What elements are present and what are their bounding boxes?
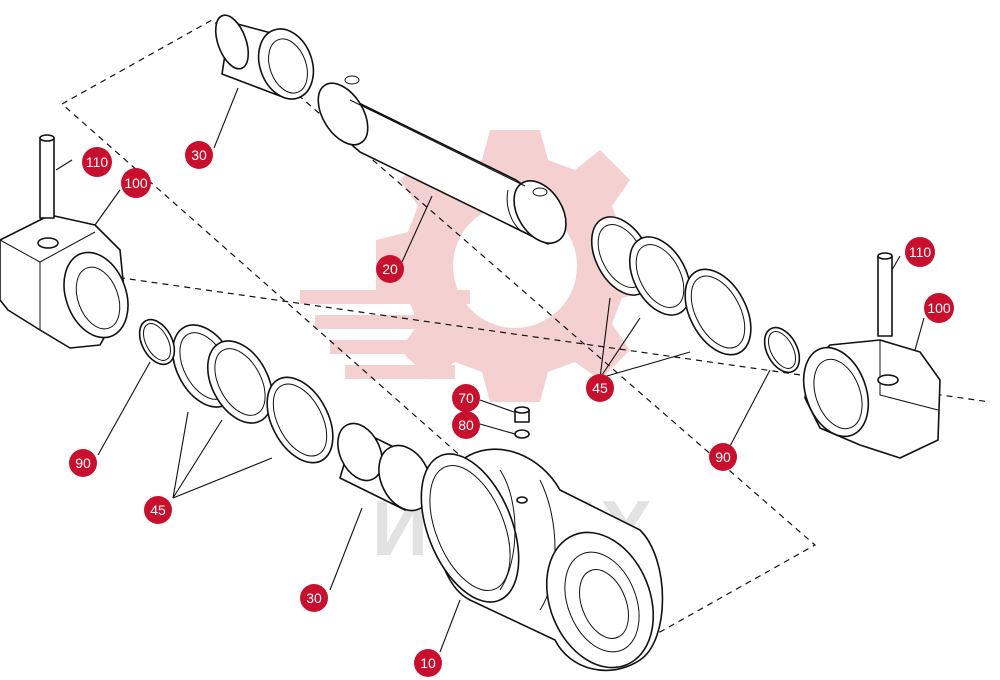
bushing-part-30-bottom [337, 422, 432, 512]
callout-100-left: 100 [121, 168, 151, 198]
collar-part-100-left [0, 214, 129, 349]
callout-30-bottom-label: 30 [306, 590, 322, 606]
o-ring-part-90-right-inner [767, 331, 797, 369]
pin-part-110-right [877, 252, 893, 337]
callout-110-left: 110 [82, 147, 112, 177]
callout-30-top-label: 30 [191, 147, 207, 163]
o-ring-part-90-right [763, 326, 801, 374]
callout-90-left-label: 90 [75, 455, 91, 471]
o-ring-part-90-left-inner [142, 323, 172, 361]
o-ring-part-90-left [138, 318, 176, 366]
callout-80-label: 80 [458, 417, 474, 433]
callout-110-right-label: 110 [909, 244, 932, 260]
callout-100-right-label: 100 [927, 300, 951, 316]
callout-70-label: 70 [458, 390, 474, 406]
bushing-part-30-top [214, 14, 315, 100]
collar-part-100-right [802, 339, 941, 459]
callout-45-right-label: 45 [592, 380, 608, 396]
assembly-outline [60, 19, 817, 633]
callout-45-left-label: 45 [150, 502, 166, 518]
roller-body-part-10 [420, 448, 664, 672]
callout-10: 10 [414, 649, 442, 677]
callout-100-left-label: 100 [124, 175, 148, 191]
callout-110-right: 110 [905, 237, 935, 267]
shaft-part-20 [317, 75, 567, 245]
plug-part-70 [514, 406, 530, 423]
callout-20-label: 20 [382, 261, 398, 277]
callout-30-top: 30 [185, 141, 213, 169]
washer-part-80 [514, 429, 530, 439]
callout-110-left-label: 110 [86, 154, 109, 170]
seal-rings-part-45-right [590, 216, 752, 356]
pin-part-110-left [39, 134, 55, 219]
callout-80: 80 [452, 411, 480, 439]
callout-45-right: 45 [586, 374, 614, 402]
callout-90-left: 90 [69, 449, 97, 477]
callout-100-right: 100 [924, 293, 954, 323]
callout-90-right: 90 [709, 443, 737, 471]
leader-lines [55, 87, 925, 653]
callout-10-label: 10 [420, 655, 436, 671]
seal-rings-part-45-left [171, 324, 334, 464]
callout-20: 20 [376, 255, 404, 283]
callout-45-left: 45 [144, 496, 172, 524]
callout-90-right-label: 90 [715, 449, 731, 465]
callout-30-bottom: 30 [300, 584, 328, 612]
callout-70: 70 [452, 384, 480, 412]
